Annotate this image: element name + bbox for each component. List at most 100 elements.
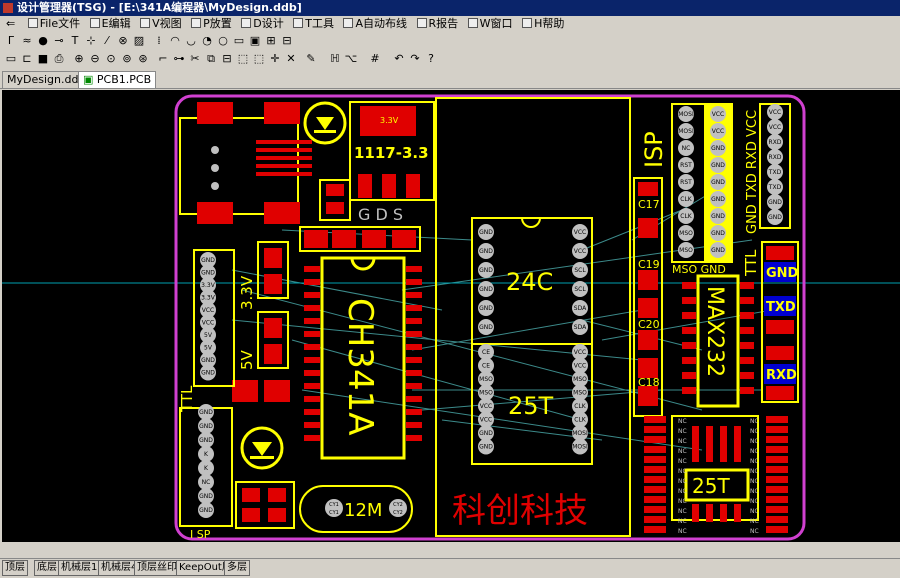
zoom-out-icon[interactable]: ⊖ — [90, 52, 100, 65]
flash-25t-soic-label: 25T — [692, 474, 730, 498]
polygon-tool-icon[interactable]: ▨ — [133, 34, 145, 47]
menu-autoroute[interactable]: A自动布线 — [340, 16, 410, 31]
menu-reports[interactable]: R报告 — [414, 16, 462, 31]
zoom-last-icon[interactable]: ⊛ — [138, 52, 148, 65]
svg-text:TXD: TXD — [768, 184, 782, 191]
svg-text:VCC: VCC — [202, 320, 214, 327]
svg-text:MOSI: MOSI — [572, 430, 588, 437]
paste-icon[interactable]: ⊟ — [222, 52, 232, 65]
ch341-pad-right — [406, 435, 422, 441]
menu-system[interactable]: ⇐ — [6, 17, 16, 30]
ch341-pad-left — [304, 279, 320, 285]
layer-top[interactable]: 顶层 — [2, 560, 28, 576]
svg-text:MSO: MSO — [679, 247, 693, 254]
library-icon[interactable]: ℍ — [330, 52, 340, 65]
zoom-area-icon[interactable]: ⊚ — [122, 52, 132, 65]
text-tool-icon[interactable]: T — [71, 34, 79, 47]
zoom-fit-icon[interactable]: ⊙ — [106, 52, 116, 65]
layer-mech1[interactable]: 机械层1 — [58, 560, 101, 576]
menu-place[interactable]: P放置 — [188, 16, 235, 31]
zoom-in-icon[interactable]: ⊕ — [74, 52, 84, 65]
dimension-tool-icon[interactable]: ⁄ — [106, 34, 108, 47]
left-pin-header: GNDGND3.3V3.3VVCCVCC5V5VGNDGNDGNDGNDGNDK… — [179, 249, 235, 527]
circle-tool-icon[interactable]: ○ — [218, 34, 228, 47]
svg-text:CE: CE — [482, 349, 490, 356]
svg-text:VCC: VCC — [769, 109, 781, 116]
left-pin-1: GND — [200, 264, 216, 281]
net-icon[interactable]: ⊶ — [173, 52, 185, 65]
nc-pad-left: NC — [644, 456, 687, 465]
max232-pad-left — [682, 387, 696, 394]
svg-text:GND: GND — [479, 305, 493, 312]
layer-bottom[interactable]: 底层 — [34, 560, 60, 576]
select-icon[interactable]: ⬚ — [237, 52, 249, 65]
left-pin-7: 5V — [200, 339, 216, 356]
menu-view[interactable]: V视图 — [137, 16, 185, 31]
menu-edit[interactable]: E编辑 — [87, 16, 134, 31]
tab-pcb1[interactable]: ▣ PCB1.PCB — [78, 71, 157, 88]
layer-keepout[interactable]: KeepOut层 — [176, 560, 235, 576]
isp-pin-b-3: GND — [710, 157, 726, 173]
deselect-icon[interactable]: ⬚ — [253, 52, 265, 65]
array-tool-icon[interactable]: ⊞ — [266, 34, 276, 47]
horizontal-scrollbar[interactable] — [0, 543, 900, 557]
copy-icon[interactable]: ⧉ — [207, 52, 215, 65]
save-icon[interactable]: ■ — [37, 52, 49, 65]
redo-icon[interactable]: ↷ — [410, 52, 420, 65]
arc-center-icon[interactable]: ◠ — [170, 34, 180, 47]
pad-tool-icon[interactable]: ● — [38, 34, 48, 47]
svg-text:MOSI: MOSI — [572, 444, 588, 451]
left-pin-3: 3.3V — [200, 289, 216, 306]
ch341-pad-right — [406, 279, 422, 285]
fill-tool-icon[interactable]: ▭ — [233, 34, 245, 47]
arc-tool-icon[interactable]: ≈ — [22, 34, 32, 47]
new-icon[interactable]: ▭ — [5, 52, 17, 65]
cut-icon[interactable]: ✂ — [190, 52, 200, 65]
left-pin-8: GND — [200, 352, 216, 368]
placement-toolbar: Γ ≈ ● ⊸ T ⊹ ⁄ ⊗ ▨ ⁞ ◠ ◡ ◔ ○ ▭ ▣ ⊞ ⊟ — [0, 32, 900, 50]
rect-tool-icon[interactable]: ⁞ — [157, 34, 161, 47]
max232-pad-right — [740, 372, 754, 379]
layer-multi[interactable]: 多层 — [224, 560, 250, 576]
layer-top-overlay[interactable]: 顶层丝印 — [134, 560, 180, 576]
tab-mydesign[interactable]: MyDesign.ddb — [2, 71, 91, 88]
menu-file[interactable]: File文件 — [25, 16, 83, 31]
arc-any-icon[interactable]: ◔ — [202, 34, 212, 47]
route-icon[interactable]: ⌐ — [158, 52, 168, 65]
move-icon[interactable]: ✛ — [270, 52, 280, 65]
open-icon[interactable]: ⊏ — [22, 52, 32, 65]
browse-icon[interactable]: ⌥ — [344, 52, 358, 65]
max232-pad-left — [682, 297, 696, 304]
menu-tools[interactable]: T工具 — [290, 16, 337, 31]
split-tool-icon[interactable]: ⊟ — [282, 34, 292, 47]
pcb-canvas[interactable]: 3.3V 1117-3.3 G D S CH341A 3.3V 5V TTL — [2, 90, 900, 542]
svg-text:GND: GND — [711, 162, 725, 169]
svg-text:GND: GND — [479, 430, 493, 437]
undo-icon[interactable]: ↶ — [394, 52, 404, 65]
ch341-pad-left — [304, 422, 320, 428]
cross-icon[interactable]: ✕ — [286, 52, 296, 65]
menu-window[interactable]: W窗口 — [465, 16, 516, 31]
svg-text:NC: NC — [682, 145, 691, 152]
line-tool-icon[interactable]: Γ — [7, 34, 15, 47]
menu-help[interactable]: H帮助 — [519, 16, 567, 31]
cap-c19: C19 — [638, 258, 660, 271]
ch341-pad-right — [406, 409, 422, 415]
ch341-pad-left — [304, 292, 320, 298]
coord-tool-icon[interactable]: ⊹ — [86, 34, 96, 47]
svg-text:NC: NC — [750, 418, 759, 425]
component-tool-icon[interactable]: ⊗ — [118, 34, 128, 47]
pen-icon[interactable]: ✎ — [306, 52, 316, 65]
pin24-left-2: GND — [478, 262, 494, 278]
pcb-drawing[interactable]: 3.3V 1117-3.3 G D S CH341A 3.3V 5V TTL — [2, 90, 900, 542]
uart-header: GND TXD RXD VCC TTL VCCVCCRXDRXDTXDTXDGN… — [742, 103, 791, 277]
grid-icon[interactable]: # — [370, 52, 380, 65]
layer-mech4[interactable]: 机械层4 — [98, 560, 141, 576]
arc-edge-icon[interactable]: ◡ — [186, 34, 196, 47]
print-icon[interactable]: ⎙ — [54, 52, 64, 65]
via-tool-icon[interactable]: ⊸ — [54, 34, 64, 47]
menu-design[interactable]: D设计 — [238, 16, 286, 31]
nc-pad-right: NC — [750, 516, 788, 525]
room-tool-icon[interactable]: ▣ — [249, 34, 261, 47]
help-icon[interactable]: ? — [428, 52, 434, 65]
